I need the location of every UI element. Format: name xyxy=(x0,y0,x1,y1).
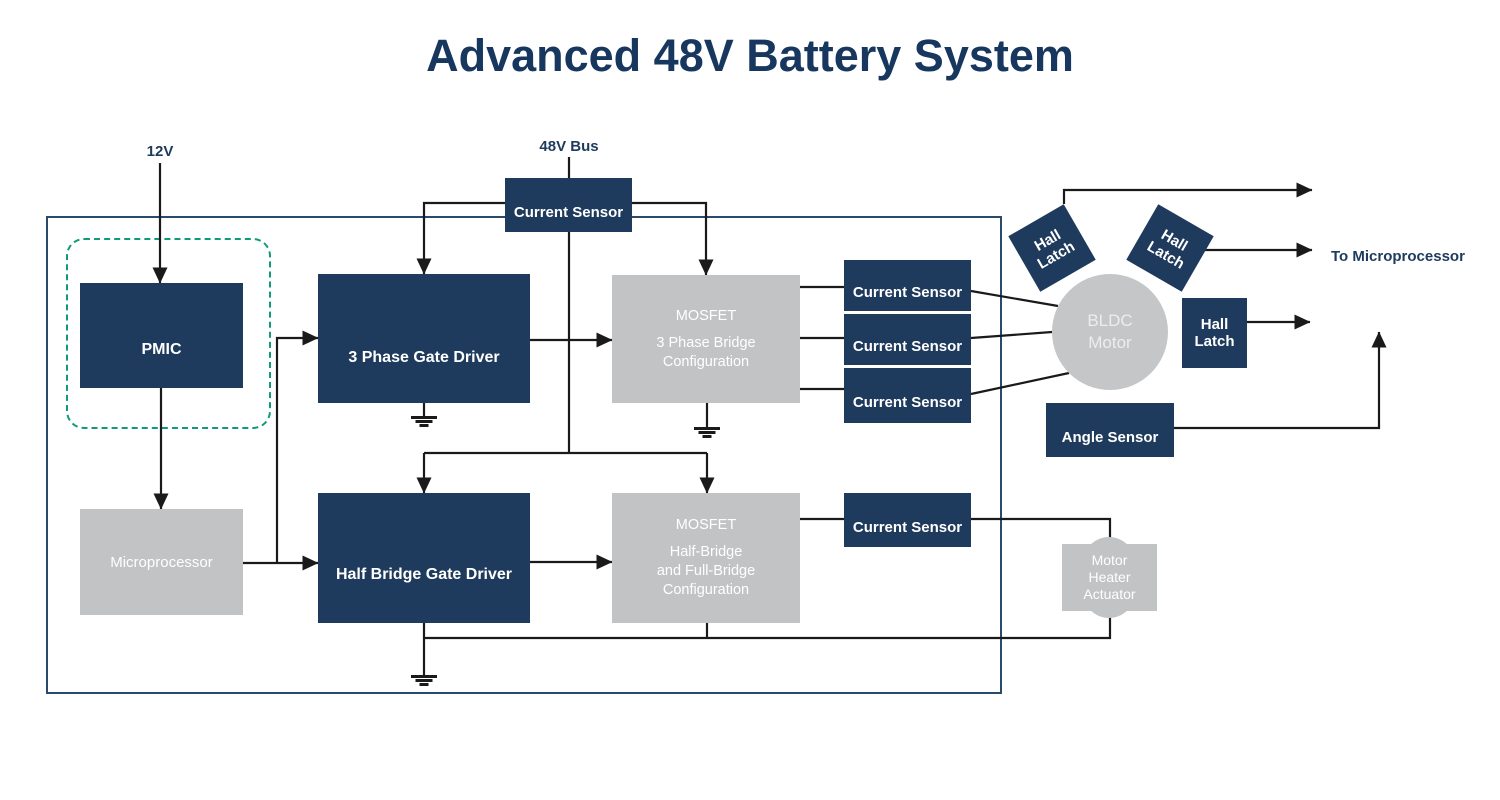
mosfet-3phase-line1: MOSFET xyxy=(675,307,737,324)
wire-current-sensors-to-motor xyxy=(970,289,1070,396)
pmic-dashed-outline xyxy=(66,238,271,429)
mosfet-half-bridge-line4: Configuration xyxy=(662,582,750,598)
block-current-sensor-heater: Current Sensor xyxy=(844,493,971,547)
block-pmic: PMIC xyxy=(80,283,243,388)
wire-mosfet-to-phase-current-sensors xyxy=(800,285,844,391)
block-half-bridge-gate-driver: Half Bridge Gate Driver xyxy=(318,493,530,623)
angle-sensor-label: Angle Sensor xyxy=(1061,428,1159,446)
block-3phase-gate-driver-label: 3 Phase Gate Driver xyxy=(348,348,500,366)
block-motor-heater-actuator: Motor Heater Actuator xyxy=(1062,537,1157,618)
page-title: Advanced 48V Battery System xyxy=(426,30,1074,81)
current-sensor-label: Current Sensor xyxy=(852,284,963,301)
ground-icon-3phase-driver xyxy=(411,403,437,427)
label-to-microprocessor: To Microprocessor xyxy=(1331,248,1465,265)
label-12v: 12V xyxy=(146,143,174,160)
current-sensor-label: Current Sensor xyxy=(513,203,624,221)
block-pmic-label: PMIC xyxy=(141,340,182,358)
block-microprocessor-label: Microprocessor xyxy=(110,553,213,571)
wire-microprocessor-to-3phase-driver xyxy=(275,330,319,563)
mosfet-3phase-line2: 3 Phase Bridge xyxy=(656,334,756,351)
motor-heater-actuator-line3: Actuator xyxy=(1083,586,1136,602)
wire-angle-sensor-output xyxy=(1174,331,1387,430)
mosfet-half-bridge-line2: Half-Bridge xyxy=(669,544,743,560)
bldc-motor-line1: BLDC xyxy=(1087,311,1133,330)
wire-current-sensor-to-mosfet-3phase xyxy=(632,201,714,276)
bldc-motor-line2: Motor xyxy=(1088,333,1132,352)
wire-current-sensor-to-3phase-driver xyxy=(416,201,505,275)
motor-heater-actuator-line2: Heater xyxy=(1088,569,1131,585)
hall-latch-line1: Hall xyxy=(1200,316,1229,333)
block-bldc-motor: BLDC Motor xyxy=(1052,274,1168,390)
ground-icon-mosfet-3phase xyxy=(694,403,720,438)
label-48v-bus: 48V Bus xyxy=(539,138,599,155)
block-mosfet-half-bridge: MOSFET Half-Bridge and Full-Bridge Confi… xyxy=(612,493,800,623)
block-angle-sensor: Angle Sensor xyxy=(1046,403,1174,457)
block-half-bridge-gate-driver-label: Half Bridge Gate Driver xyxy=(335,566,513,583)
block-current-sensor-phase1: Current Sensor xyxy=(844,260,971,311)
block-3phase-gate-driver: 3 Phase Gate Driver xyxy=(318,274,530,403)
mosfet-half-bridge-line1: MOSFET xyxy=(675,517,737,533)
hall-latch-line2: Latch xyxy=(1194,333,1235,350)
ground-icon-bottom-rail xyxy=(411,675,437,686)
block-mosfet-3phase-bridge: MOSFET 3 Phase Bridge Configuration xyxy=(612,275,800,403)
current-sensor-label: Current Sensor xyxy=(852,518,963,536)
block-hall-latch-3: Hall Latch xyxy=(1182,298,1247,368)
mosfet-half-bridge-line3: and Full-Bridge xyxy=(656,563,756,579)
wire-hall-latch1-output xyxy=(1062,182,1313,204)
current-sensor-label: Current Sensor xyxy=(852,394,963,411)
block-microprocessor: Microprocessor xyxy=(80,509,243,615)
motor-heater-actuator-line1: Motor xyxy=(1091,552,1128,568)
block-current-sensor-phase3: Current Sensor xyxy=(844,368,971,423)
block-current-sensor-bus: Current Sensor xyxy=(505,178,632,232)
block-current-sensor-phase2: Current Sensor xyxy=(844,314,971,365)
mosfet-3phase-line3: Configuration xyxy=(662,353,750,370)
current-sensor-label: Current Sensor xyxy=(852,338,963,355)
